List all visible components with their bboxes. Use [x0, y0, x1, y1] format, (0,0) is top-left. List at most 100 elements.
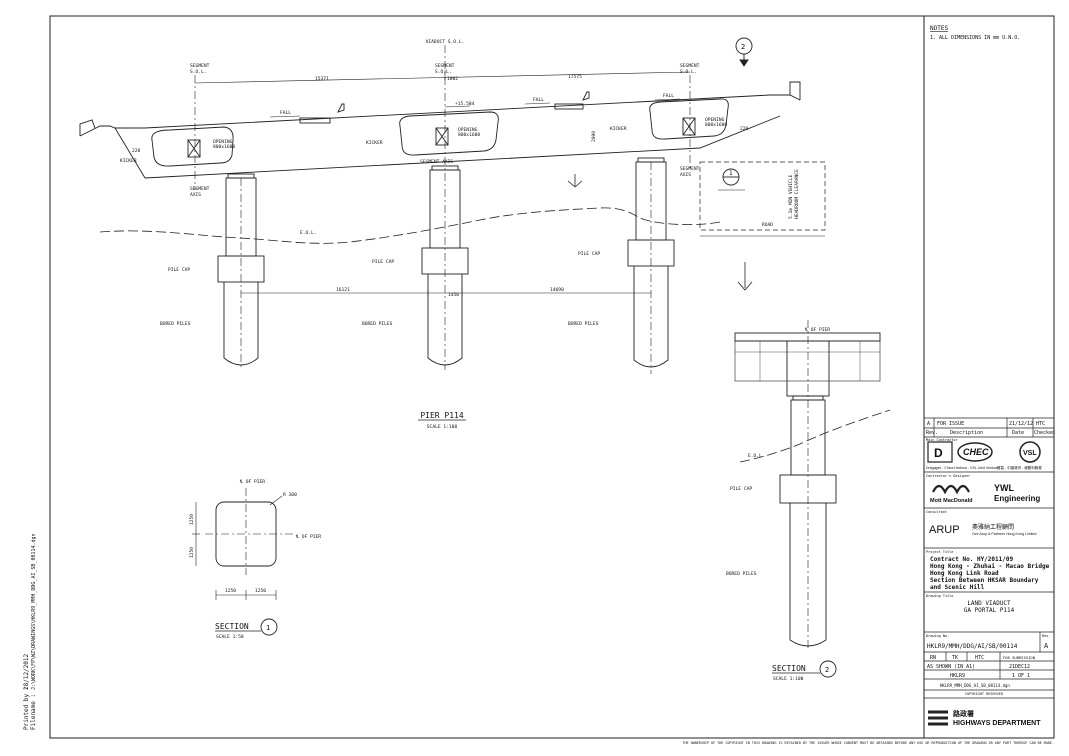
dim-17575: 17575	[568, 74, 582, 80]
print-info: Printed by : Filename : 28/12/2012 J:\WO…	[23, 533, 37, 730]
dim-15371: 15371	[315, 76, 329, 82]
kicker-label-3: KICKER	[610, 126, 627, 132]
notes-block: NOTES 1. ALL DIMENSIONS IN mm U.N.O.	[930, 25, 1020, 41]
opening-right	[682, 117, 696, 136]
section-1-labels: ℄ OF PIER ℄ OF PIER R 300 1250 1250 1250…	[189, 479, 321, 640]
dragages-logo	[927, 441, 953, 463]
box-cell-right	[649, 98, 729, 140]
notes-title: NOTES	[930, 25, 948, 32]
section-1-view	[192, 488, 295, 636]
date-value: 21DEC12	[1009, 664, 1030, 670]
mott-macdonald-logo	[932, 484, 970, 495]
section2-cl-pier: ℄ OF PIER	[804, 327, 830, 333]
rev-header-date: Date	[1012, 430, 1024, 436]
pier-title: PIER P114	[420, 411, 464, 420]
pile-cap-label-2: PILE CAP	[372, 259, 394, 265]
segment-sol-label-l1: SEGMENT	[190, 63, 210, 69]
drawing-title-1: LAND VIADUCT	[967, 600, 1011, 607]
chec-logo	[957, 442, 993, 462]
section2-deck-body	[734, 340, 881, 382]
kicker-label-2: KICKER	[366, 140, 383, 146]
arup-label: Consultant	[926, 510, 947, 514]
section1-number: 1	[266, 624, 270, 632]
section-2-labels: ℄ OF PIER E.O.L. PILE CAP BORED PILES SE…	[726, 327, 830, 682]
opening-label-2a: OPENING	[458, 127, 478, 133]
project-line-4: Section Between HKSAR Boundary	[930, 577, 1039, 584]
approved-by: HTC	[975, 655, 984, 661]
contractor-chinese: 寶嘉 - 中國港灣 - 威勝利聯營	[997, 465, 1042, 470]
mott-macdonald-text: Mott MacDonald	[930, 498, 972, 504]
section2-eol: E.O.L.	[748, 453, 765, 459]
pile-cap-label-1: PILE CAP	[168, 267, 190, 273]
vsl-logo	[1019, 441, 1041, 463]
dragages-text: D	[934, 446, 943, 460]
highways-name: HIGHWAYS DEPARTMENT	[953, 720, 1041, 727]
opening-label-3b: 800x1600	[705, 122, 727, 128]
project-label: Project Title	[926, 550, 953, 554]
segment-sol-label-m1: SEGMENT	[435, 63, 455, 69]
segment-sol-label-r2: S.O.L.	[680, 69, 697, 75]
pile-cap-label-3: PILE CAP	[578, 251, 600, 257]
bored-piles-label-1: BORED PILES	[160, 321, 191, 327]
filename-label: Filename :	[30, 694, 37, 730]
dim-1450: 1450	[448, 292, 459, 298]
section2-deck-top	[734, 332, 881, 342]
section-1-title-marker	[260, 618, 278, 636]
headroom-label-1: 5.1m MIN VEHICLE	[788, 175, 794, 219]
copyright-footer: THE OWNERSHIP OF THE COPYRIGHT IN THIS D…	[682, 741, 1054, 745]
rev-a: A	[927, 421, 930, 427]
chec-text: CHEC	[963, 447, 989, 457]
project-line-2: Hong Kong - Zhuhai - Macao Bridge	[930, 563, 1050, 570]
rev-header-checked: Checked	[1034, 430, 1055, 436]
drawing-no-label: Drawing No.	[926, 634, 949, 638]
segment-axis-left-2: AXIS	[190, 192, 201, 198]
opening-label-3a: OPENING	[705, 117, 725, 123]
segment-axis-left-1: SEGMENT	[190, 186, 210, 192]
section-1-marker-label: 1	[729, 170, 733, 177]
checked-by: TK	[952, 655, 958, 661]
bored-piles-label-3: BORED PILES	[568, 321, 599, 327]
project-line-5: and Scenic Hill	[930, 584, 985, 591]
title-block-text: A FOR ISSUE 21/12/12 HTC Rev. Descriptio…	[926, 421, 1055, 727]
level-label: +15.584	[455, 101, 475, 107]
segment-axis-right-1: SEGMENT	[680, 166, 700, 172]
notes-item-1: 1. ALL DIMENSIONS IN mm U.N.O.	[930, 35, 1020, 41]
contractor-label: Main Contractor	[926, 438, 958, 442]
section1-dim-v1: 1250	[189, 514, 195, 525]
pier-elevation-labels: VIADUCT S.O.L. SEGMENT S.O.L. SEGMENT S.…	[120, 39, 800, 430]
drawing-rev: A	[1044, 642, 1049, 650]
project-code: HKLR9	[950, 673, 965, 679]
dim-220-left: 220	[132, 148, 141, 154]
ywl-text: YWL	[994, 483, 1014, 493]
segment-sol-label-m2: S.O.L.	[435, 69, 452, 75]
section-2-view	[734, 320, 891, 678]
project-line-3: Hong Kong Link Road	[930, 570, 999, 577]
printed-date: 28/12/2012	[23, 653, 30, 690]
dim-220-right: 220	[740, 126, 749, 132]
copyright: COPYRIGHT RESERVED	[965, 692, 1003, 696]
section2-bored-piles: BORED PILES	[726, 571, 757, 577]
section1-dim-v2: 1250	[189, 547, 195, 558]
rev-desc: FOR ISSUE	[937, 421, 964, 427]
headroom-label-2: HEADROOM CLEARANCE	[794, 169, 800, 219]
road-clearance-box	[699, 161, 826, 231]
viaduct-sol-label: VIADUCT S.O.L.	[426, 39, 465, 45]
fall-label-3: FALL	[663, 93, 674, 99]
opening-middle	[435, 127, 449, 146]
drawing-title-label: Drawing Title	[926, 594, 953, 598]
segment-axis-right-2: AXIS	[680, 172, 691, 178]
rev-header-rev: Rev.	[926, 430, 938, 436]
rev-checked: HTC	[1036, 421, 1045, 427]
title-block	[924, 417, 1054, 726]
cad-file: HKLR9_MMH_DDG_AI_SB_00114.dgn	[940, 683, 1010, 688]
consultant-label: Contractor's Designer	[926, 474, 970, 478]
scale-value: AS SHOWN (IN A1)	[927, 664, 975, 670]
section1-title: SECTION	[215, 622, 249, 631]
section2-scale: SCALE 1:100	[773, 676, 804, 682]
printed-by-label: Printed by :	[23, 687, 30, 730]
bored-piles-label-2: BORED PILES	[362, 321, 393, 327]
status: FOR SUBMISSION	[1003, 655, 1036, 660]
rev-date: 21/12/12	[1009, 421, 1033, 427]
section1-scale: SCALE 1:50	[216, 634, 244, 640]
